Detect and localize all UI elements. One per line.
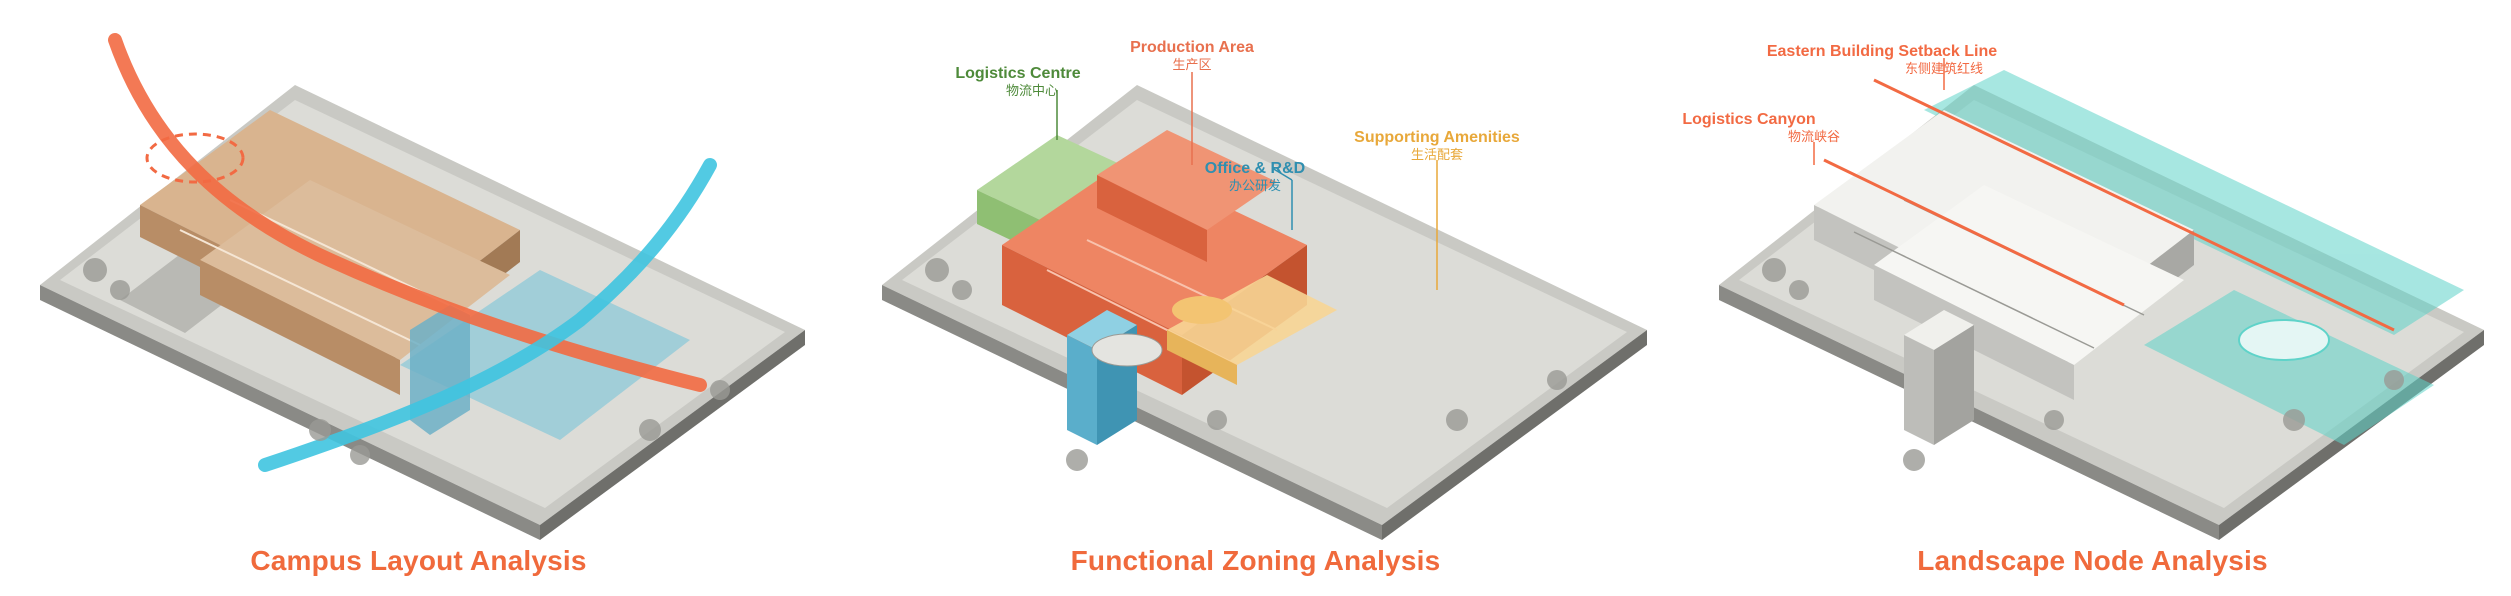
label-setback-en: Eastern Building Setback Line (1767, 43, 1997, 60)
supporting-amenities-block (1167, 275, 1337, 385)
setback-line (1873, 78, 2395, 332)
leader-lines (1813, 58, 1945, 165)
panel-landscape-node: Eastern Building Setback Line 东侧建筑红线 Log… (1674, 0, 2511, 596)
trees (925, 258, 1567, 471)
central-hub (1091, 333, 1163, 367)
landscape-zones (1924, 70, 2464, 445)
functional-zoning-diagram: Logistics Centre 物流中心 Production Area 生产… (882, 39, 1647, 540)
panel-title: Landscape Node Analysis (1917, 545, 2268, 576)
canyon-line (1823, 158, 2125, 307)
office-rd-block (1067, 310, 1137, 445)
label-production-en: Production Area (1130, 39, 1254, 56)
panel-title: Campus Layout Analysis (250, 545, 587, 576)
label-setback-cn: 东侧建筑红线 (1905, 61, 1983, 77)
office-tower (1904, 310, 1974, 445)
label-logistics-cn: 物流中心 (1006, 84, 1058, 99)
label-amenities-en: Supporting Amenities (1354, 129, 1520, 146)
trees (83, 258, 730, 465)
label-production-cn: 生产区 (1172, 58, 1211, 73)
panel-title: Functional Zoning Analysis (1070, 545, 1441, 576)
label-canyon-en: Logistics Canyon (1682, 111, 1815, 128)
landscape-node-diagram: Eastern Building Setback Line 东侧建筑红线 Log… (1682, 43, 2484, 540)
circulation-loop (145, 132, 245, 184)
plaza (2238, 319, 2330, 361)
leader-lines (1056, 72, 1438, 290)
label-logistics-en: Logistics Centre (955, 65, 1080, 82)
blue-flow-arrow (258, 158, 717, 472)
label-office-cn: 办公研发 (1229, 178, 1281, 194)
orange-flow-arrow (108, 33, 707, 392)
label-amenities-cn: 生活配套 (1411, 147, 1463, 163)
panel-functional-zoning: Logistics Centre 物流中心 Production Area 生产… (837, 0, 1674, 596)
label-canyon-cn: 物流峡谷 (1788, 130, 1840, 145)
panel-campus-layout: Campus Layout Analysis (0, 0, 837, 596)
trees (1762, 258, 2404, 471)
label-office-en: Office & R&D (1205, 160, 1305, 177)
campus-buildings (1814, 110, 2194, 400)
campus-layout-diagram (40, 33, 805, 540)
